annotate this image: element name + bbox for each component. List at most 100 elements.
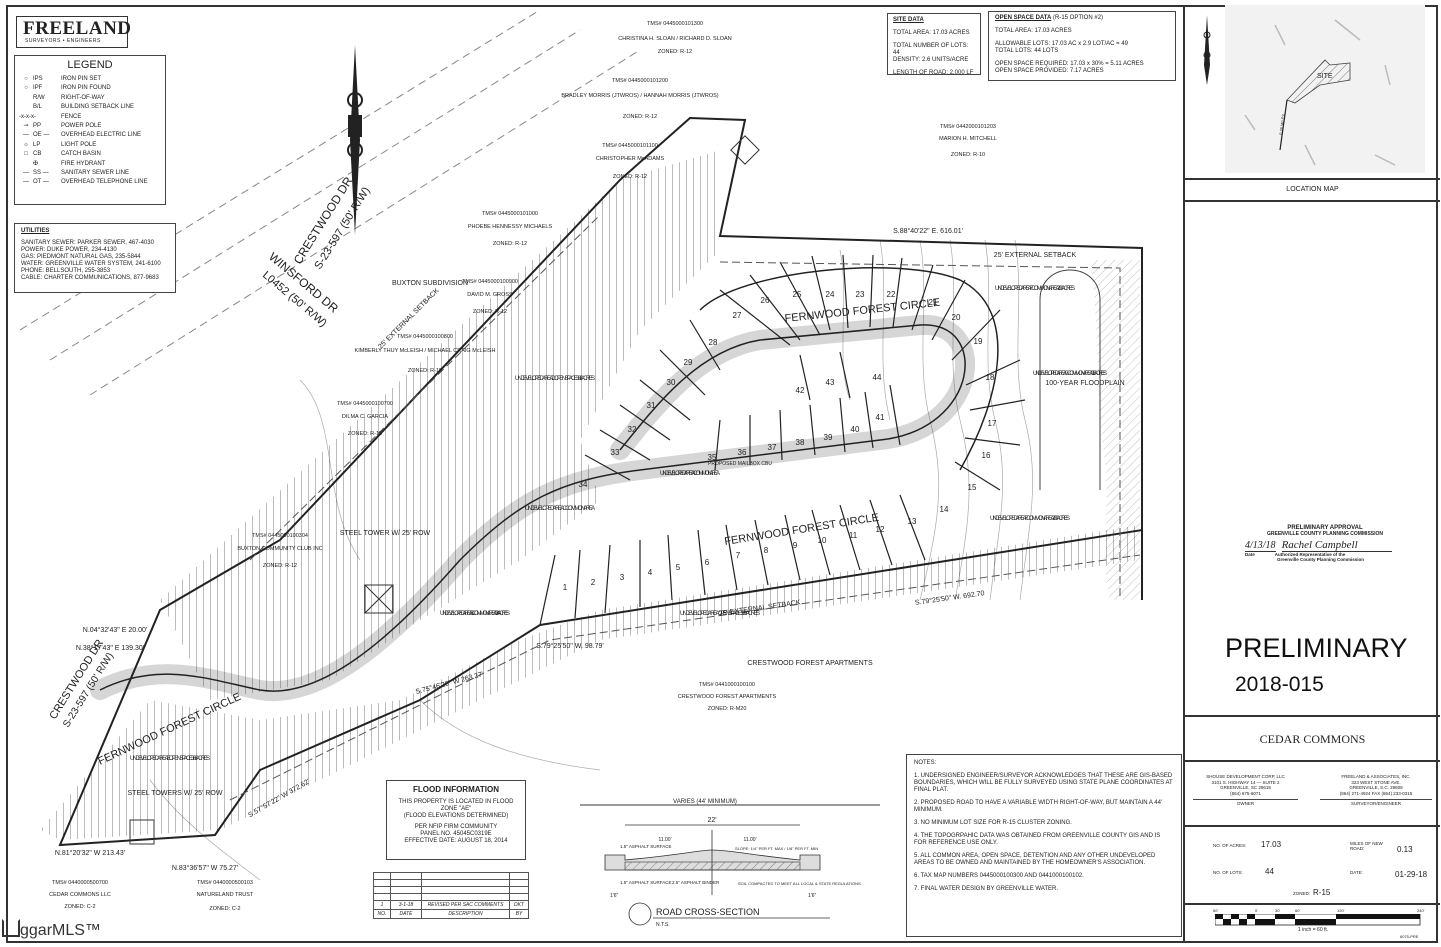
mailbox-label: PROPOSED MAILBOX CBU xyxy=(708,461,772,467)
svg-text:19: 19 xyxy=(974,337,983,346)
neighbor-parcel: TMS# 0445000101300 CHRISTINA H. SLOAN / … xyxy=(618,21,731,55)
svg-text:SLOPE: 1/4" PER FT. MAX / 1/8": SLOPE: 1/4" PER FT. MAX / 1/8" PER FT. M… xyxy=(735,846,818,851)
svg-text:12: 12 xyxy=(876,525,885,534)
legend-title: LEGEND xyxy=(67,59,113,71)
svg-text:36: 36 xyxy=(738,448,747,457)
sheet-number: 6075-PRE xyxy=(1400,934,1419,939)
svg-text:0.26 MILES: 0.26 MILES xyxy=(1278,113,1286,135)
svg-text:TMS# 0440000500103: TMS# 0440000500103 xyxy=(197,880,253,886)
svg-text:11.00': 11.00' xyxy=(658,837,671,843)
svg-text:BRADLEY MORRIS (JTWROS) / HANN: BRADLEY MORRIS (JTWROS) / HANNAH MORRIS … xyxy=(561,93,718,99)
svg-text:18: 18 xyxy=(986,373,995,382)
svg-text:ZONED: R-M20: ZONED: R-M20 xyxy=(708,706,747,712)
location-map-label-row: LOCATION MAP xyxy=(1185,180,1440,202)
neighbor-parcel: TMS# 0445000100700 DILMA C. GARCIA ZONED… xyxy=(337,401,393,437)
svg-text:MARION H. MITCHELL: MARION H. MITCHELL xyxy=(939,136,997,142)
svg-text:15: 15 xyxy=(968,483,977,492)
svg-text:DILMA C. GARCIA: DILMA C. GARCIA xyxy=(342,414,388,420)
svg-text:8: 8 xyxy=(764,546,769,555)
svg-text:TMS# 0445000100304: TMS# 0445000100304 xyxy=(252,533,308,539)
mls-watermark: ggarMLS™ xyxy=(2,918,101,941)
utility-line: CABLE: CHARTER COMMUNICATIONS, 877-9683 xyxy=(21,275,159,281)
svg-text:16: 16 xyxy=(982,451,991,460)
svg-text:10: 10 xyxy=(818,536,827,545)
neighbor-parcel: TMS# 0441000100100 CRESTWOOD FOREST APAR… xyxy=(678,682,777,712)
svg-text:31: 31 xyxy=(647,401,656,410)
miles-value: 0.13 xyxy=(1397,845,1413,854)
neighbor-parcel: TMS# 0445000100304 BUXTON COMMUNITY CLUB… xyxy=(237,533,322,569)
area-a-label: UNDEVELOPED AREA A COMMON AREA xyxy=(660,471,720,477)
surveyor-block: FREELAND & ASSOCIATES, INC.323 WEST STON… xyxy=(1320,774,1432,807)
svg-text:1.5" ASPHALT SURFACE: 1.5" ASPHALT SURFACE xyxy=(620,880,671,885)
svg-text:7: 7 xyxy=(736,551,741,560)
logo-name: FREELAND xyxy=(23,18,132,39)
svg-text:1.5" ASPHALT SURFACE: 1.5" ASPHALT SURFACE xyxy=(620,844,671,849)
preliminary-title-panel: PRELIMINARY 2018-015 xyxy=(1185,615,1440,717)
svg-text:40: 40 xyxy=(851,425,860,434)
utilities-title: UTILITIES xyxy=(21,228,50,234)
overhead-electric-icon: — xyxy=(23,132,29,139)
note-item: 7. FINAL WATER DESIGN BY GREENVILLE WATE… xyxy=(914,886,1059,892)
svg-text:43: 43 xyxy=(826,378,835,387)
svg-text:TMS# 0445000101200: TMS# 0445000101200 xyxy=(612,78,668,84)
neighbor-parcel: TMS# 0445000101000 PHOEBE HENNESSY MICHA… xyxy=(468,211,553,247)
svg-text:TMS# 0440000500700: TMS# 0440000500700 xyxy=(52,880,108,886)
svg-text:SOIL COMPACTED TO MEET ALL LOC: SOIL COMPACTED TO MEET ALL LOCAL & STATE… xyxy=(738,881,862,886)
svg-text:TMS# 0441000100100: TMS# 0441000100100 xyxy=(699,682,755,688)
north-arrow-icon xyxy=(347,45,363,235)
note-item: 3. NO MINIMUM LOT SIZE FOR R-15 CLUSTER … xyxy=(914,820,1072,826)
location-map-label: LOCATION MAP xyxy=(1286,186,1339,193)
lot-numbers: 1 2 3 4 5 6 7 8 9 10 11 12 13 14 15 16 1… xyxy=(563,290,997,592)
svg-text:27: 27 xyxy=(733,311,742,320)
svg-text:CEDAR COMMONS LLC: CEDAR COMMONS LLC xyxy=(49,892,111,898)
approval-date: 4/13/18 xyxy=(1245,540,1276,552)
iron-pin-found-icon: ○ xyxy=(24,85,28,92)
svg-text:3: 3 xyxy=(620,573,625,582)
utility-line: WATER: GREENVILLE WATER SYSTEM, 241-6100 xyxy=(21,261,161,267)
apartments-label: CRESTWOOD FOREST APARTMENTS xyxy=(747,660,873,667)
neighbor-parcel: TMS# 0445000101200 BRADLEY MORRIS (JTWRO… xyxy=(561,78,718,120)
svg-text:ZONED: C-2: ZONED: C-2 xyxy=(209,906,240,912)
note-item: 1. UNDERSIGNED ENGINEER/SURVEYOR ACKNOWL… xyxy=(914,773,1173,793)
svg-text:CHRISTINA H. SLOAN / RICHARD D: CHRISTINA H. SLOAN / RICHARD D. SLOAN xyxy=(618,36,731,42)
svg-text:14: 14 xyxy=(940,505,949,514)
svg-text:11.00': 11.00' xyxy=(743,837,756,843)
fire-hydrant-icon: ✠ xyxy=(33,160,39,167)
plat-sheet xyxy=(6,5,1438,943)
date-value: 01-29-18 xyxy=(1395,870,1428,879)
svg-text:TMS# 0445000101100: TMS# 0445000101100 xyxy=(602,143,658,149)
svg-text:TMS# 0445000101300: TMS# 0445000101300 xyxy=(647,21,703,27)
svg-text:4: 4 xyxy=(648,568,653,577)
svg-text:1: 1 xyxy=(563,583,568,592)
road-label-fernwood-bottom: FERNWOOD FOREST CIRCLE xyxy=(724,512,880,548)
svg-text:DAVID M. GROSS: DAVID M. GROSS xyxy=(467,292,513,298)
area-os-label: UNDEVELOPED AREA OPEN SPACE 3.88 ACRES xyxy=(680,611,760,617)
svg-text:ZONED: C-2: ZONED: C-2 xyxy=(64,904,95,910)
neighbor-parcel: TMS# 0442000101203 MARION H. MITCHELL ZO… xyxy=(939,124,997,158)
note-item: 4. THE TOPOGRPAHIC DATA WAS OBTAINED FRO… xyxy=(914,833,1161,846)
svg-text:22': 22' xyxy=(707,817,716,824)
svg-text:34: 34 xyxy=(579,480,588,489)
svg-text:KIMBERLY THUY McLEISH / MICHAE: KIMBERLY THUY McLEISH / MICHAEL CRAIG Mc… xyxy=(355,348,496,354)
bearing-label: S.79°25'50" W. 98.79' xyxy=(536,642,604,650)
svg-text:TMS# 0445000100800: TMS# 0445000100800 xyxy=(397,334,453,340)
svg-text:39: 39 xyxy=(824,433,833,442)
svg-text:NATURELAND TRUST: NATURELAND TRUST xyxy=(197,892,254,898)
svg-text:25: 25 xyxy=(793,290,802,299)
svg-text:9: 9 xyxy=(793,541,798,550)
area-g-label: UNDEVELOPED AREA G COMMON AREA 0.16 ACRE… xyxy=(1033,371,1107,377)
svg-text:2.5" ASPHALT BINDER: 2.5" ASPHALT BINDER xyxy=(672,880,720,885)
svg-text:20: 20 xyxy=(952,313,961,322)
scale-bar-panel: 60' 0' 30' 60' 120' 240' 1 inch = 60 ft.… xyxy=(1213,908,1425,939)
neighbor-parcel: TMS# 0445000100900 DAVID M. GROSS ZONED:… xyxy=(462,279,518,315)
steel-tower-label: STEEL TOWER W/ 25' ROW xyxy=(340,530,431,537)
svg-text:N.T.S.: N.T.S. xyxy=(656,922,670,928)
